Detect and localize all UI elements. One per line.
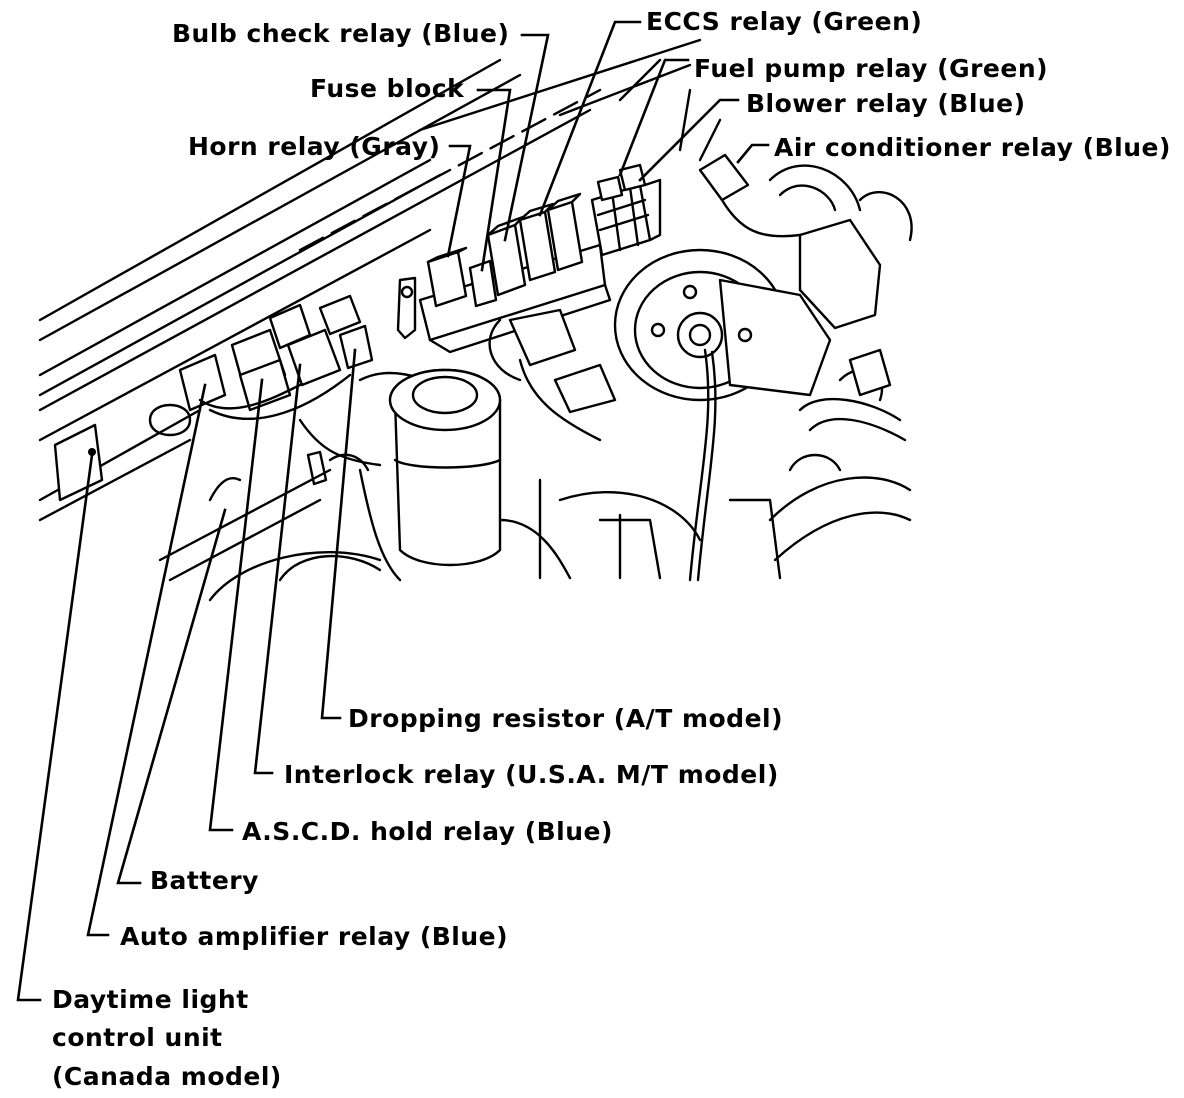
label-daytime-light-line2: control unit [52,1023,223,1052]
labels: Bulb check relay (Blue) ECCS relay (Gree… [52,7,1171,1091]
leader-blower-relay [638,98,740,182]
fender-lines [38,38,702,582]
label-bulb-check-relay: Bulb check relay (Blue) [172,19,509,48]
leader-interlock-relay [253,363,302,775]
label-air-conditioner-relay: Air conditioner relay (Blue) [774,133,1171,162]
label-fuse-block: Fuse block [310,74,465,103]
right-side-components [618,58,913,562]
leader-dropping-resistor [320,348,357,720]
label-auto-amplifier-relay: Auto amplifier relay (Blue) [120,922,508,951]
leader-air-conditioner-relay [736,143,770,164]
fuse-block-drawing [396,163,662,354]
label-ascd-hold-relay: A.S.C.D. hold relay (Blue) [242,817,613,846]
left-relay-cluster [178,294,422,486]
leader-ascd-hold-relay [208,378,264,832]
leader-battery [116,508,227,885]
engine-bay-illustration [38,38,913,602]
label-dropping-resistor: Dropping resistor (A/T model) [348,704,783,733]
label-eccs-relay: ECCS relay (Green) [646,7,922,36]
leader-daytime-light [16,453,94,1002]
daytime-light-unit-drawing [53,403,192,502]
label-fuel-pump-relay: Fuel pump relay (Green) [694,54,1048,83]
label-daytime-light-line3: (Canada model) [52,1062,282,1091]
label-battery: Battery [150,866,259,895]
label-interlock-relay: Interlock relay (U.S.A. M/T model) [284,760,779,789]
connectors [488,308,617,442]
leader-horn-relay [446,144,472,258]
leader-eccs-relay [538,20,642,217]
reservoir-tank [388,368,502,567]
engine-lower [208,453,782,602]
label-blower-relay: Blower relay (Blue) [746,89,1026,118]
leader-fuse-block [476,88,512,272]
label-daytime-light-line1: Daytime light [52,985,249,1014]
leader-lines [16,20,770,1002]
horn-drawing [613,248,832,582]
leader-auto-amplifier-relay [86,383,207,937]
leader-fuel-pump-relay [618,58,690,177]
label-horn-relay: Horn relay (Gray) [188,132,440,161]
leader-bulb-check-relay [503,33,550,242]
